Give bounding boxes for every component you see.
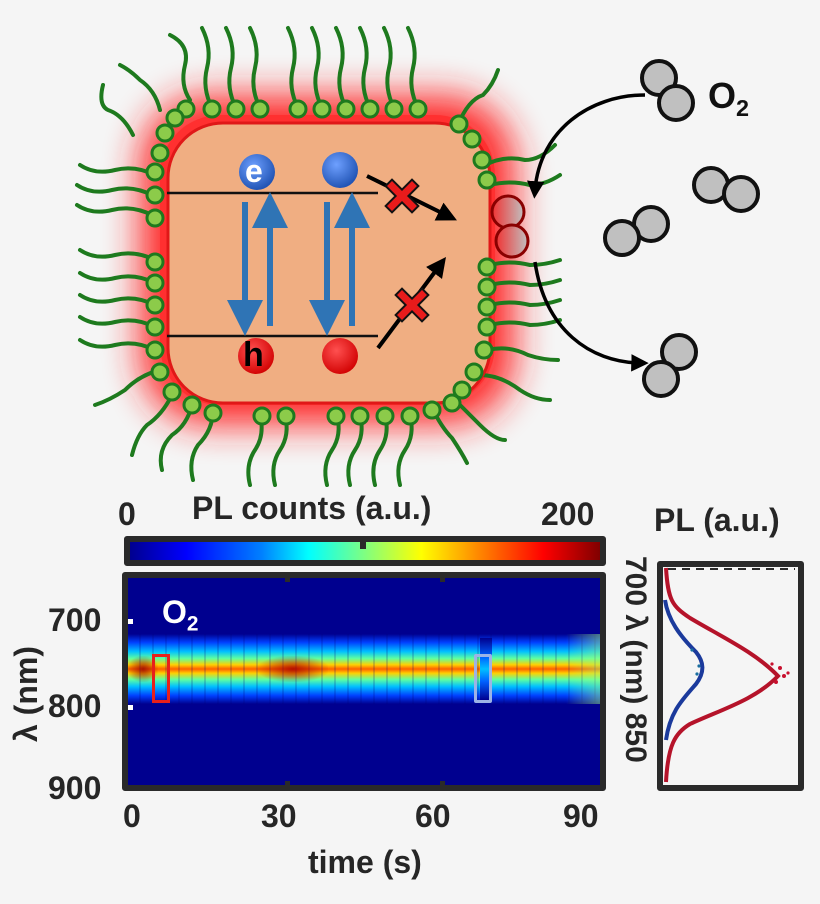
bright-state-highlight-box bbox=[152, 654, 170, 703]
spectrum-title: PL (a.u.) bbox=[654, 502, 780, 538]
ligand-heads bbox=[145, 99, 497, 426]
colorbar-tick bbox=[360, 542, 366, 549]
hole-label: h bbox=[243, 336, 264, 374]
dimmer-segment bbox=[488, 634, 600, 704]
spectrum-frame bbox=[657, 561, 804, 791]
ytick-mark bbox=[128, 619, 133, 624]
xtick-label: 30 bbox=[261, 798, 297, 834]
hole-icon bbox=[238, 338, 274, 374]
adsorbed-oxygen-molecule bbox=[490, 194, 530, 259]
xtick-label: 0 bbox=[123, 798, 141, 834]
colorbar-gradient bbox=[130, 542, 600, 560]
heatmap-o2-label: O2 bbox=[162, 594, 199, 636]
xtick-mark bbox=[285, 578, 290, 582]
electron-label: e bbox=[245, 153, 263, 189]
oxygen-label: O2 bbox=[708, 75, 750, 122]
bright-segment bbox=[258, 656, 328, 682]
heatmap-frame bbox=[122, 572, 606, 791]
xtick-mark bbox=[285, 781, 290, 785]
xtick-mark bbox=[440, 578, 445, 582]
heatmap-plot: O2 bbox=[128, 578, 600, 785]
blinking-stripes bbox=[128, 634, 600, 704]
colorbar-min-label: 0 bbox=[118, 496, 136, 532]
recombination-arrows bbox=[227, 192, 370, 336]
spectrum-axis-label: 700 λ (nm) 850 bbox=[619, 556, 652, 763]
oxygen-molecule-icon bbox=[603, 59, 760, 398]
electron-icon bbox=[322, 152, 358, 188]
ytick-label: 700 bbox=[48, 602, 102, 638]
adsorption-arrows bbox=[527, 93, 649, 372]
colorbar-title: PL counts (a.u.) bbox=[192, 490, 432, 526]
emission-band bbox=[128, 634, 600, 704]
xtick-label: 90 bbox=[563, 798, 599, 834]
blocked-transfer-icon bbox=[394, 287, 430, 323]
electron-icon bbox=[239, 154, 275, 190]
hole-icon bbox=[322, 338, 358, 374]
x-axis-label: time (s) bbox=[308, 844, 422, 880]
ytick-label: 800 bbox=[48, 688, 102, 724]
xtick-label: 60 bbox=[415, 798, 451, 834]
xtick-mark bbox=[440, 781, 445, 785]
ytick-label: 900 bbox=[48, 770, 102, 806]
blocked-transfer-icon bbox=[384, 178, 420, 214]
ytick-mark bbox=[128, 705, 133, 710]
colorbar-max-label: 200 bbox=[541, 496, 595, 532]
dark-state-highlight-box bbox=[474, 654, 492, 703]
y-axis-label: λ (nm) bbox=[8, 646, 44, 742]
